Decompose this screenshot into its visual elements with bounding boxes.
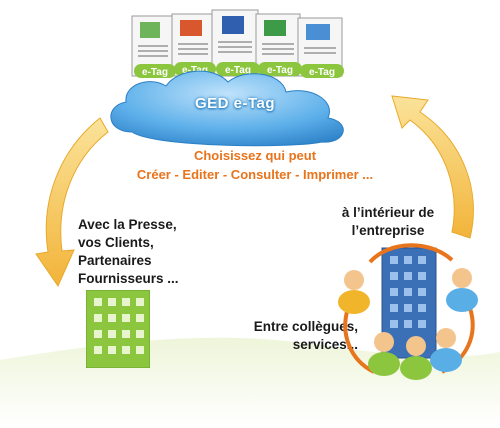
etag-label: e-Tag: [267, 65, 293, 76]
internal-text: à l’intérieur de l’entreprise: [318, 204, 458, 240]
company-office-icon: [338, 243, 478, 380]
external-line: Partenaires: [78, 253, 152, 268]
etag-labels: [134, 62, 344, 78]
internal-line: à l’intérieur de: [341, 205, 435, 220]
headline-line-1: Choisissez qui peut: [193, 148, 317, 163]
headline: Choisissez qui peut Créer - Editer - Con…: [120, 146, 390, 184]
etag-label: e-Tag: [309, 67, 335, 78]
cloud-shape: [110, 70, 344, 147]
external-line: Fournisseurs ...: [78, 271, 179, 286]
etag-label: e-Tag: [182, 65, 208, 76]
documents-fan: e-Tag e-Tag e-Tag e-Tag e-Tag: [131, 9, 344, 78]
external-line: vos Clients,: [78, 235, 154, 250]
colleagues-line: Entre collègues,: [253, 319, 358, 334]
left-arrow: [35, 117, 109, 288]
headline-line-2: Créer - Editer - Consulter - Imprimer ..…: [136, 167, 374, 182]
colleagues-line: services...: [292, 337, 358, 352]
external-partners-text: Avec la Presse, vos Clients, Partenaires…: [78, 216, 218, 288]
partner-building-icon: [86, 290, 150, 368]
cloud-title: GED e-Tag: [194, 95, 276, 112]
etag-label: e-Tag: [225, 65, 251, 76]
colleagues-text: Entre collègues, services...: [218, 318, 358, 354]
right-arrow: [391, 95, 474, 239]
colleagues-group-icon: [338, 268, 478, 380]
internal-line: l’entreprise: [351, 223, 425, 238]
etag-label: e-Tag: [142, 67, 168, 78]
external-line: Avec la Presse,: [78, 217, 177, 232]
